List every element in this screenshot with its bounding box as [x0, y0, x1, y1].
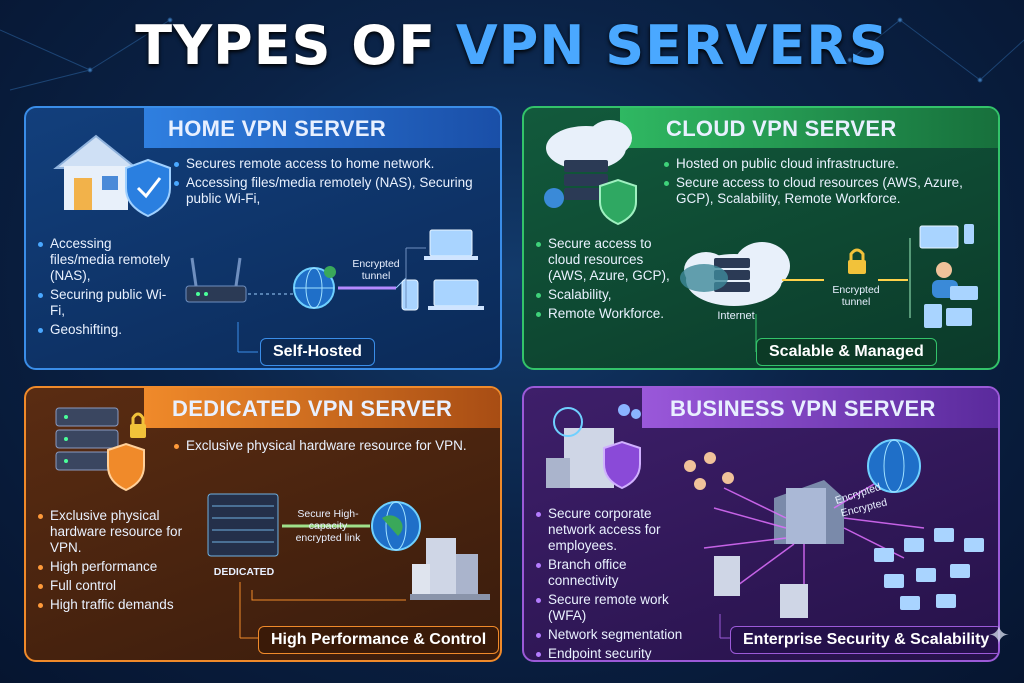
business-left-bullet: Branch office connectivity	[536, 557, 694, 589]
server-rack-icon	[55, 407, 119, 471]
cloud-top-bullets: Hosted on public cloud infrastructure. S…	[664, 156, 994, 210]
dedicated-left-bullet: High traffic demands	[38, 597, 188, 613]
home-header: HOME VPN SERVER	[144, 108, 500, 148]
business-left-bullet: Network segmentation	[536, 627, 694, 643]
business-left-bullet: Secure corporate network access for empl…	[536, 506, 694, 554]
cloud-vpn-card: CLOUD VPN SERVER	[522, 106, 1000, 370]
cloud-illustration	[544, 120, 978, 352]
phone-icon	[401, 279, 419, 311]
user-icon	[932, 262, 978, 300]
business-left-bullet: Endpoint security	[536, 646, 694, 660]
cloud-left-bullet: Scalability,	[536, 287, 674, 303]
cloud-left-bullets: Secure access to cloud resources (AWS, A…	[536, 236, 674, 325]
business-left-bullets: Secure corporate network access for empl…	[536, 506, 694, 660]
router-icon	[185, 257, 247, 303]
house-icon	[53, 134, 139, 210]
home-top-bullet: Secures remote access to home network.	[174, 156, 494, 172]
business-tag: Enterprise Security & Scalability	[730, 626, 998, 654]
business-vpn-card: BUSINESS VPN SERVER	[522, 386, 1000, 662]
cloud-left-bullet: Secure access to cloud resources (AWS, A…	[536, 236, 674, 284]
shield-icon	[107, 442, 145, 492]
dedicated-server-label: DEDICATED	[213, 566, 275, 578]
dedicated-top-bullets: Exclusive physical hardware resource for…	[174, 438, 494, 457]
shield-icon	[603, 440, 641, 490]
shield-icon	[125, 158, 171, 218]
dedicated-header: DEDICATED VPN SERVER	[144, 388, 500, 428]
home-top-bullet: Accessing files/media remotely (NAS), Se…	[174, 175, 494, 207]
home-left-bullet: Accessing files/media remotely (NAS),	[38, 236, 178, 284]
page-title: TYPES OF VPN SERVERS	[0, 14, 1024, 77]
cloud-tunnel-label: Encrypted tunnel	[832, 284, 880, 308]
shield-icon	[599, 178, 637, 226]
cloud-header: CLOUD VPN SERVER	[620, 108, 998, 148]
home-tag: Self-Hosted	[260, 338, 375, 366]
business-header: BUSINESS VPN SERVER	[642, 388, 998, 428]
business-left-bullet: Secure remote work (WFA)	[536, 592, 694, 624]
dedicated-tag: High Performance & Control	[258, 626, 500, 654]
home-tunnel-label: Encrypted tunnel	[352, 258, 400, 282]
dedicated-left-bullet: Full control	[38, 578, 188, 594]
cloud-tag: Scalable & Managed	[756, 338, 937, 366]
users-icon	[618, 404, 734, 490]
home-left-bullet: Securing public Wi-Fi,	[38, 287, 178, 319]
dedicated-vpn-card: DEDICATED VPN SERVER	[24, 386, 502, 662]
home-illustration	[53, 134, 484, 353]
dedicated-left-bullet: Exclusive physical hardware resource for…	[38, 508, 188, 556]
laptop-icon	[874, 528, 984, 610]
cloud-server-icon	[544, 120, 632, 208]
sparkle-icon: ✦	[988, 620, 1010, 650]
globe-icon	[293, 266, 336, 309]
dedicated-link-label: Secure High-capacity encrypted link	[295, 508, 361, 544]
laptop-icon	[919, 224, 974, 328]
home-left-bullet: Geoshifting.	[38, 322, 178, 338]
cloud-top-bullet: Secure access to cloud resources (AWS, A…	[664, 175, 994, 207]
home-left-bullets: Accessing files/media remotely (NAS), Se…	[38, 236, 178, 341]
lock-icon	[130, 412, 146, 438]
lock-icon	[848, 248, 866, 274]
title-part2: VPN SERVERS	[455, 14, 889, 77]
cloud-internet-label: Internet	[717, 310, 755, 322]
dedicated-top-bullet: Exclusive physical hardware resource for…	[174, 438, 494, 454]
hq-building-icon	[774, 480, 844, 544]
globe-icon	[371, 501, 421, 551]
dedicated-illustration	[55, 407, 490, 639]
business-illustration	[546, 404, 984, 639]
cloud-top-bullet: Hosted on public cloud infrastructure.	[664, 156, 994, 172]
dedicated-left-bullet: High performance	[38, 559, 188, 575]
home-top-bullets: Secures remote access to home network. A…	[174, 156, 494, 210]
server-icon	[207, 493, 279, 557]
home-vpn-card: HOME VPN SERVER	[24, 106, 502, 370]
dedicated-left-bullets: Exclusive physical hardware resource for…	[38, 508, 188, 616]
laptop-icon	[424, 229, 484, 310]
cloud-left-bullet: Remote Workforce.	[536, 306, 674, 322]
title-part1: TYPES OF	[135, 14, 437, 77]
building-icon	[410, 538, 490, 600]
globe-icon	[867, 439, 921, 493]
